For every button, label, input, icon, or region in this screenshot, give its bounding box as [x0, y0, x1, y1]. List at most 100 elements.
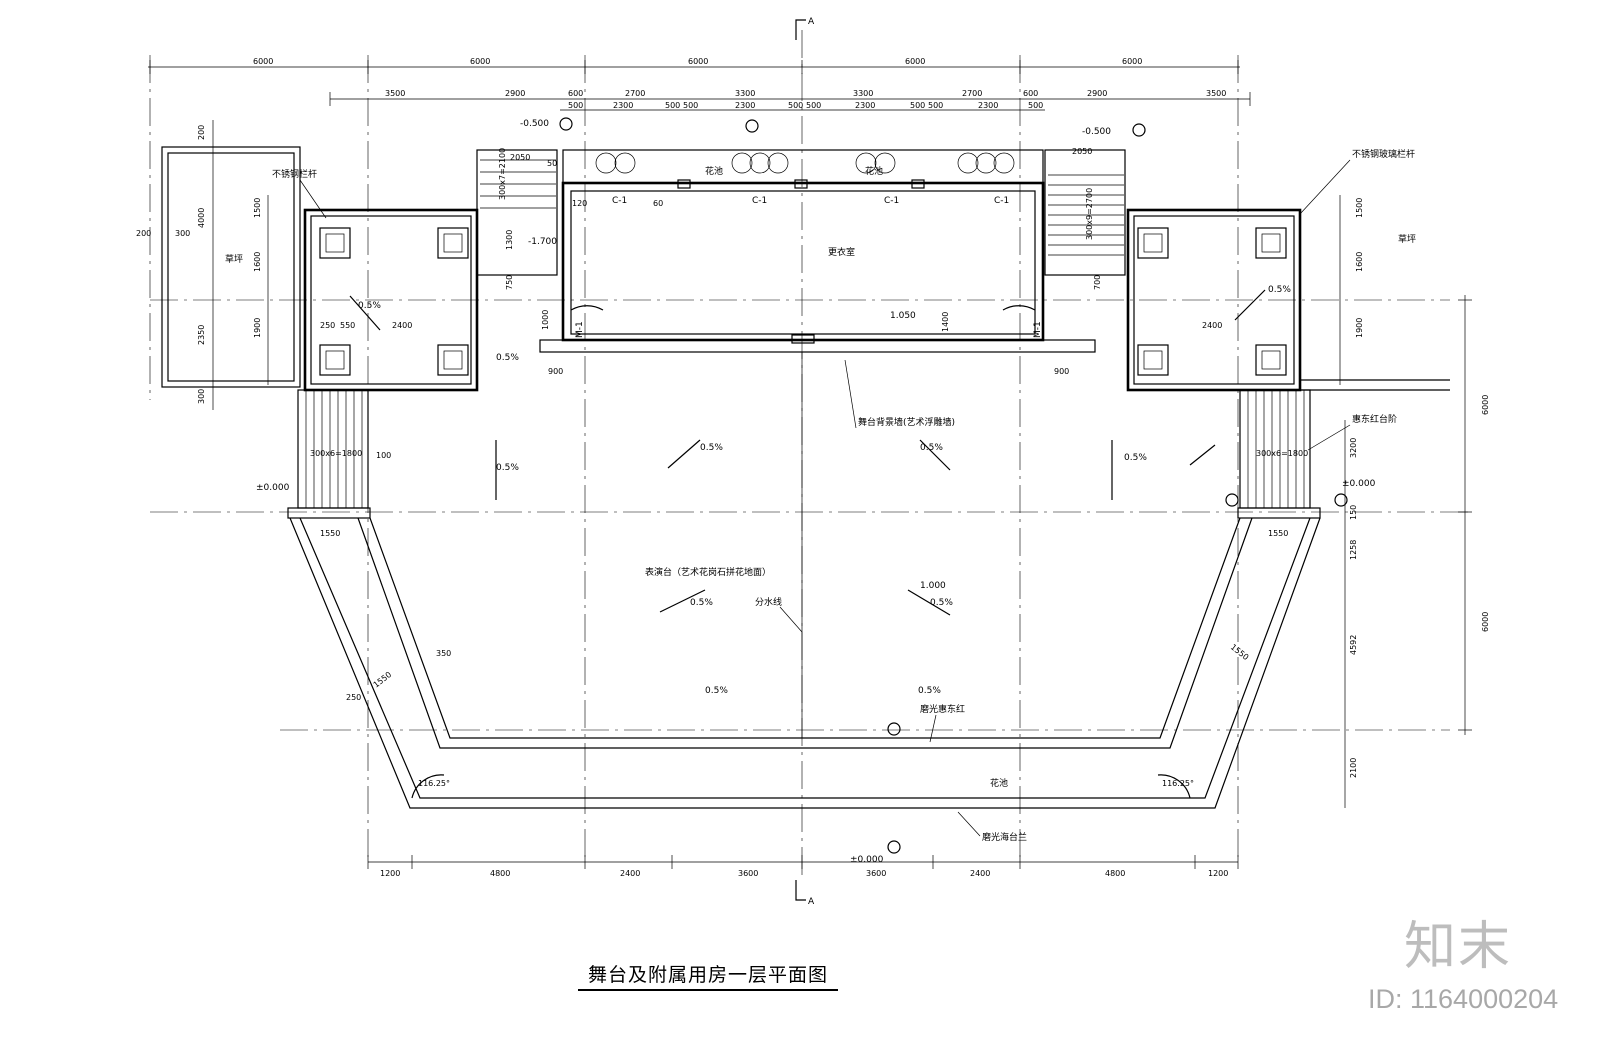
elev-6: ±0.000 — [1342, 479, 1376, 489]
dim-bottom-3: 2400 — [620, 869, 640, 878]
misc-dimensions: 300x6=1800 300x6=1800 300x7=2100 300x9=2… — [310, 147, 1308, 702]
label-polished-white: 磨光海台兰 — [982, 831, 1027, 843]
dim-bottom-4: 3600 — [738, 869, 758, 878]
label-lawn-right: 草坪 — [1398, 233, 1416, 245]
dim-left2-2: 1600 — [253, 252, 262, 272]
label-window-c1-3: C-1 — [884, 196, 899, 206]
dim-1300: 1300 — [505, 230, 514, 250]
dim-top2-8: 600 — [1023, 89, 1038, 98]
dim-top2-6: 3300 — [853, 89, 873, 98]
elev-8: ±0.000 — [850, 855, 884, 865]
dim-top3-2: 2300 — [613, 101, 633, 110]
dim-250b: 250 — [320, 321, 335, 330]
dim-1550-d: 1550 — [1229, 642, 1251, 662]
dim-right2-4: 4592 — [1349, 635, 1358, 655]
dim-stair-upper-right: 300x9=2700 — [1085, 188, 1094, 240]
dim-top3-6: 500 — [788, 101, 803, 110]
dim-bottom-5: 3600 — [866, 869, 886, 878]
dim-left-5: 2350 — [197, 325, 206, 345]
slope-2: 0.5% — [700, 443, 723, 453]
brand-logo: 知末 — [1404, 917, 1513, 977]
label-door-m1-left: M-1 — [575, 321, 585, 338]
dim-2400-left: 2400 — [392, 321, 412, 330]
dim-left2-3: 1900 — [253, 318, 262, 338]
slope-8: 0.5% — [1268, 285, 1291, 295]
dim-right-4: 6000 — [1481, 395, 1490, 415]
stage-outline — [289, 289, 1321, 809]
slope-labels: 0.5% 0.5% 0.5% 0.5% 0.5% 0.5% 0.5% 0.5% … — [358, 285, 1291, 696]
dim-top3-5: 2300 — [735, 101, 755, 110]
slope-3: 0.5% — [920, 443, 943, 453]
dim-stair-left: 300x6=1800 — [310, 449, 362, 458]
label-flower-bed-top: 花池 — [705, 165, 723, 177]
dim-top3-1: 500 — [568, 101, 583, 110]
angle-left: 116.25° — [418, 779, 450, 788]
dim-right-5: 6000 — [1481, 612, 1490, 632]
dim-top1-2: 6000 — [470, 57, 490, 66]
dim-top2-10: 3500 — [1206, 89, 1226, 98]
elev-4: 1.050 — [890, 311, 916, 321]
dim-2050-left: 2050 — [510, 153, 530, 162]
elev-5: ±0.000 — [256, 483, 290, 493]
dim-right2-3: 1258 — [1349, 540, 1358, 560]
dim-stair-upper-left: 300x7=2100 — [498, 148, 507, 200]
angle-right: 116.25° — [1162, 779, 1194, 788]
slope-11: 0.5% — [1124, 453, 1147, 463]
label-dressing-room: 更衣室 — [828, 246, 855, 258]
dim-stair-right: 300x6=1800 — [1256, 449, 1308, 458]
bottom-dimensions: 1200 4800 2400 3600 3600 2400 4800 1200 — [367, 855, 1239, 878]
elevation-marks: -0.500 -0.500 -1.700 1.050 ±0.000 ±0.000… — [256, 119, 1376, 865]
dim-1550-a: 1550 — [320, 529, 340, 538]
dim-top2-4: 2700 — [625, 89, 645, 98]
elev-7: 1.000 — [920, 581, 946, 591]
dim-right2-5: 2100 — [1349, 758, 1358, 778]
dim-top1-3: 6000 — [688, 57, 708, 66]
dim-120: 120 — [572, 199, 587, 208]
dim-2400-right: 2400 — [1202, 321, 1222, 330]
dim-bottom-6: 2400 — [970, 869, 990, 878]
elev-2: -0.500 — [1082, 127, 1111, 137]
elev-3: -1.700 — [528, 237, 557, 247]
slope-1: 0.5% — [358, 301, 381, 311]
dim-900-right: 900 — [1054, 367, 1069, 376]
label-stage-wall: 舞台背景墙(艺术浮雕墙) — [858, 416, 955, 428]
dim-top2-9: 2900 — [1087, 89, 1107, 98]
dim-top2-1: 3500 — [385, 89, 405, 98]
section-mark-bottom: A — [795, 880, 815, 907]
label-performance-stage: 表演台（艺术花岗石拼花地面） — [645, 566, 771, 578]
dim-bottom-1: 1200 — [380, 869, 400, 878]
dim-top2-3: 600 — [568, 89, 583, 98]
label-flower-bed-bottom: 花池 — [990, 777, 1008, 789]
label-stainless-glass-rail: 不锈钢玻璃栏杆 — [1352, 148, 1415, 160]
dim-right-3: 1900 — [1355, 318, 1364, 338]
dim-2050-right: 2050 — [1072, 147, 1092, 156]
label-flower-bed-top2: 花池 — [865, 165, 883, 177]
dim-left-4: 300 — [175, 229, 190, 238]
dim-top1-1: 6000 — [253, 57, 273, 66]
slope-10: 0.5% — [496, 463, 519, 473]
dim-left-1: 200 — [197, 125, 206, 140]
left-wing — [161, 146, 558, 519]
label-door-m1-right: M-1 — [1033, 321, 1043, 338]
section-a-top: A — [808, 17, 815, 27]
label-window-c1-1: C-1 — [612, 196, 627, 206]
label-window-c1-4: C-1 — [994, 196, 1009, 206]
dim-left-2: 4000 — [197, 208, 206, 228]
section-mark-top: A — [795, 17, 815, 40]
dim-right2-1: 3200 — [1349, 438, 1358, 458]
dim-top2-7: 2700 — [962, 89, 982, 98]
dim-bottom-8: 1200 — [1208, 869, 1228, 878]
dim-1400: 1400 — [941, 312, 950, 332]
dim-top2-5: 3300 — [735, 89, 755, 98]
tree-symbols — [595, 152, 1015, 174]
dim-top3-3: 500 — [665, 101, 680, 110]
dim-left-6: 300 — [197, 389, 206, 404]
label-lawn-left: 草坪 — [225, 253, 243, 265]
dressing-room-building — [539, 149, 1096, 353]
slope-7: 0.5% — [918, 686, 941, 696]
dim-1550-b: 1550 — [1268, 529, 1288, 538]
dim-bottom-7: 4800 — [1105, 869, 1125, 878]
slope-6: 0.5% — [705, 686, 728, 696]
drawing-title: 舞台及附属用房一层平面图 — [578, 960, 839, 991]
